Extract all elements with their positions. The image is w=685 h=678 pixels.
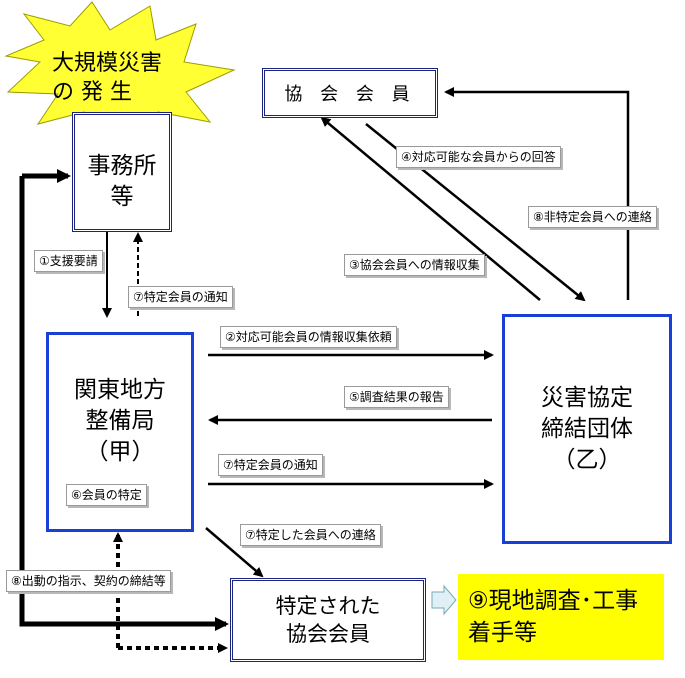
burst-line-2: の 発 生 <box>52 80 132 105</box>
label-support-request: ①支援要請 <box>34 250 103 272</box>
label-member-identify: ⑥会員の特定 <box>66 484 147 506</box>
arrow-info-collect <box>320 116 541 301</box>
result-arrow <box>431 584 457 616</box>
association-members-title: 協 会 会 員 <box>284 84 416 105</box>
label-info-request: ②対応可能会員の情報収集依頼 <box>220 326 397 348</box>
arrow-non-specified <box>444 87 630 300</box>
disaster-burst: 大規模災害 の 発 生 <box>52 44 192 112</box>
result-box: ⑨現地調査･工事 着手等 <box>458 574 664 660</box>
org-line-1: 災害協定 <box>541 384 633 411</box>
label-contact-specified: ⑦特定した会員への連絡 <box>240 524 381 546</box>
label-report: ⑤調査結果の報告 <box>344 386 449 408</box>
disaster-burst-shape <box>4 1 236 152</box>
result-line-1: ⑨現地調査･工事 <box>468 588 639 614</box>
office-line-2: 等 <box>110 184 134 210</box>
specified-line-2: 協会会員 <box>286 622 370 646</box>
association-members-box: 協 会 会 員 <box>262 68 438 118</box>
burst-line-1: 大規模災害 <box>52 51 163 76</box>
specified-members-box: 特定された 協会会員 <box>230 578 426 662</box>
arrow-dispatch-loop <box>19 176 229 631</box>
result-line-2: 着手等 <box>468 620 537 646</box>
label-non-specified: ⑧非特定会員への連絡 <box>528 206 657 228</box>
kanto-line-1: 関東地方 <box>74 377 166 403</box>
kanto-line-2: 整備局 <box>85 408 155 434</box>
label-info-collect: ③協会会員への情報収集 <box>344 254 485 276</box>
label-notify-office: ⑦特定会員の通知 <box>128 286 233 308</box>
label-member-answer: ④対応可能な会員からの回答 <box>396 146 561 168</box>
kanto-line-3: （甲） <box>85 439 155 465</box>
office-line-1: 事務所 <box>87 153 157 179</box>
org-line-2: 締結団体 <box>541 415 633 442</box>
arrow-contact-specified <box>205 527 264 578</box>
label-notify-org: ⑦特定会員の通知 <box>218 454 323 476</box>
office-box: 事務所 等 <box>72 112 172 232</box>
label-dispatch: ⑧出動の指示、契約の締結等 <box>6 570 171 592</box>
specified-line-1: 特定された <box>275 594 381 618</box>
disaster-agreement-org-box: 災害協定 締結団体 （乙） <box>502 314 672 544</box>
org-line-3: （乙） <box>552 446 622 473</box>
